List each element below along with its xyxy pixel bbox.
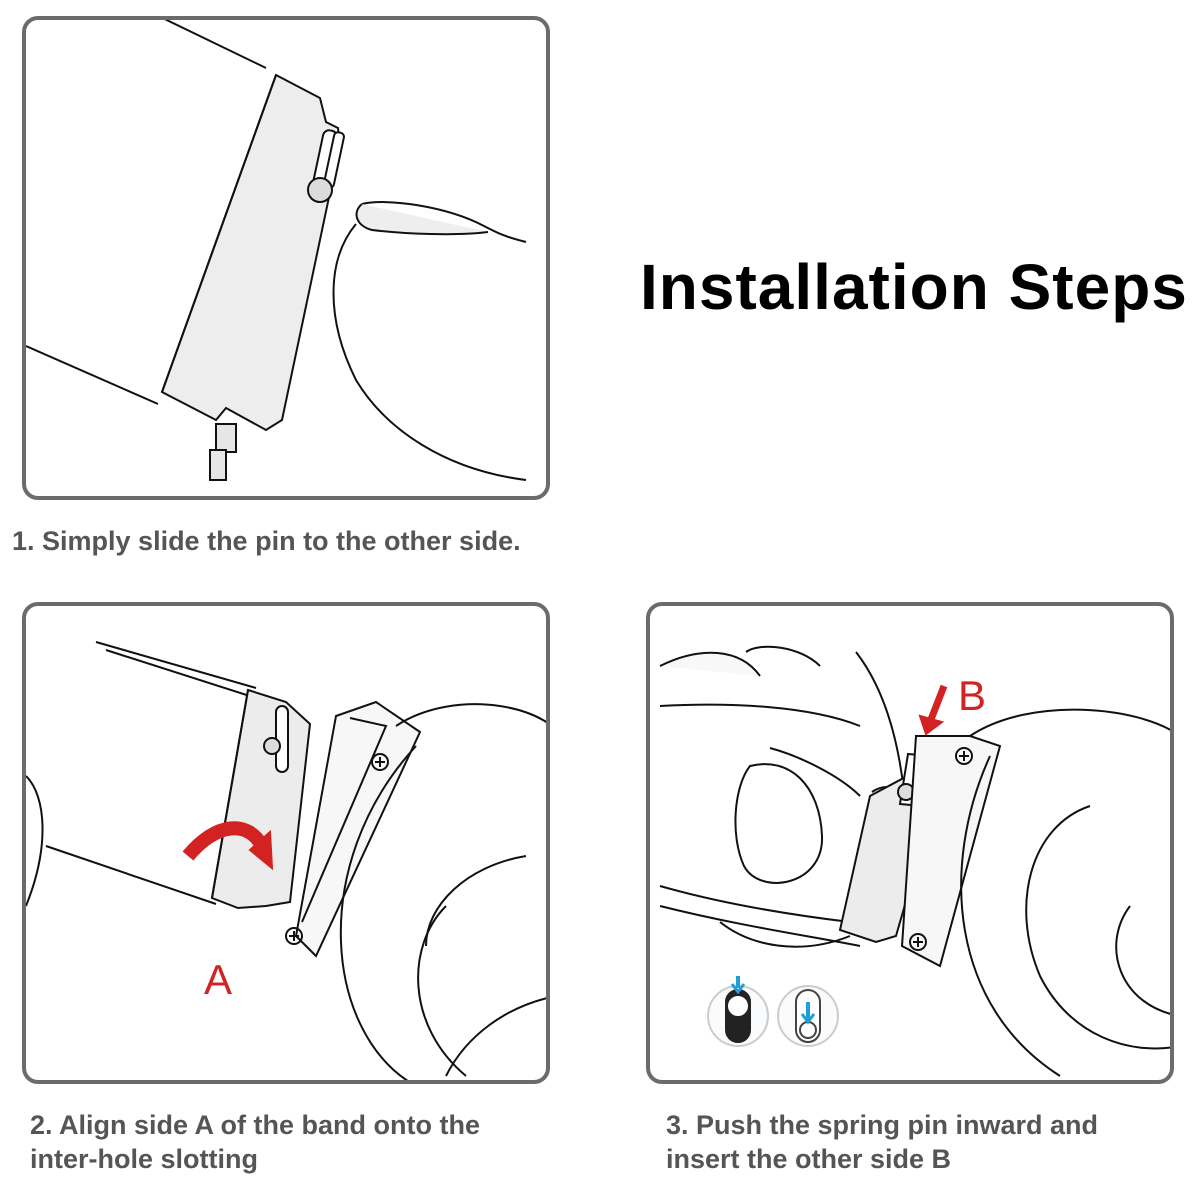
- step-3-drawing: [659, 645, 1170, 1077]
- step-2-caption: 2. Align side A of the band onto the int…: [30, 1108, 480, 1176]
- step-3-illustration: B: [646, 602, 1174, 1084]
- step-1-illustration: [22, 16, 550, 500]
- step-3-caption-line-2: insert the other side B: [666, 1144, 952, 1174]
- step-2-caption-line-2: inter-hole slotting: [30, 1144, 258, 1174]
- step-2-illustration: A: [22, 602, 550, 1084]
- side-a-label: A: [204, 956, 233, 1003]
- side-b-label: B: [958, 672, 987, 719]
- pin-indicator-icons: [707, 976, 839, 1047]
- step-3-caption: 3. Push the spring pin inward and insert…: [666, 1108, 1098, 1176]
- step-1-caption: 1. Simply slide the pin to the other sid…: [12, 526, 521, 556]
- step-2-caption-line-1: 2. Align side A of the band onto the: [30, 1110, 480, 1140]
- page-title: Installation Steps: [640, 251, 1188, 323]
- step-2-drawing: [26, 641, 546, 1080]
- step-3-caption-line-1: 3. Push the spring pin inward and: [666, 1110, 1099, 1140]
- step-1-drawing: [26, 20, 527, 481]
